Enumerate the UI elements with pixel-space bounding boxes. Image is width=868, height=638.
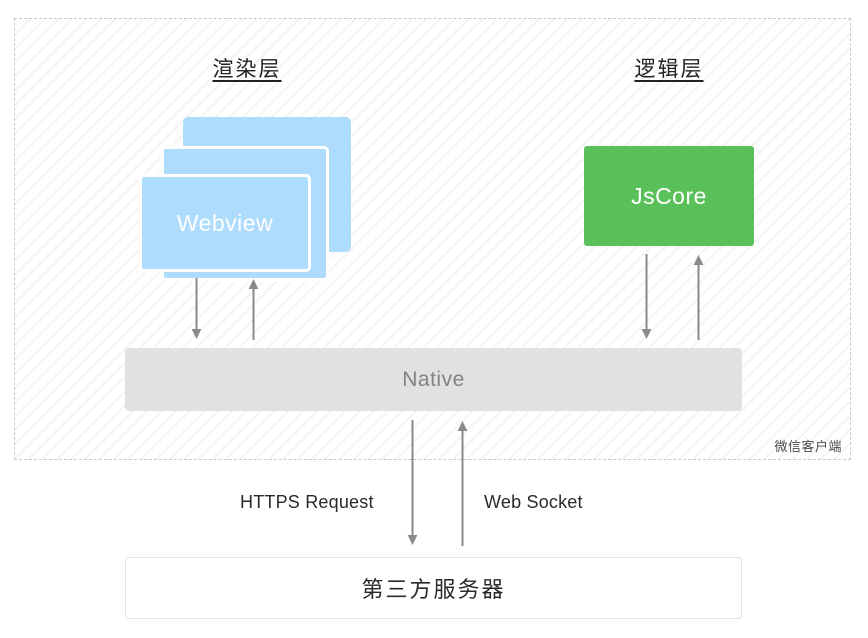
column-title-logic-layer: 逻辑层 [634, 58, 704, 81]
jscore-label: JsCore [631, 182, 707, 209]
arrow-native-to-server [406, 420, 419, 546]
arrow-native-to-webview [247, 278, 260, 340]
arrow-webview-to-native [190, 278, 203, 340]
arrow-native-to-jscore [692, 254, 705, 340]
connection-label-web-socket: Web Socket [484, 492, 583, 512]
third-party-server-label: 第三方服务器 [361, 577, 506, 602]
arrow-server-to-native [456, 420, 469, 546]
third-party-server-box[interactable]: 第三方服务器 [125, 557, 742, 619]
jscore-box[interactable]: JsCore [584, 146, 754, 246]
webview-label: Webview [176, 209, 274, 236]
arrow-jscore-to-native [640, 254, 653, 340]
native-box[interactable]: Native [125, 348, 742, 411]
connection-label-https-request: HTTPS Request [240, 492, 374, 512]
webview-box-front[interactable]: Webview [139, 174, 311, 272]
native-label: Native [402, 367, 465, 391]
wechat-client-label: 微信客户端 [774, 439, 842, 454]
column-title-render-layer: 渲染层 [212, 58, 282, 81]
